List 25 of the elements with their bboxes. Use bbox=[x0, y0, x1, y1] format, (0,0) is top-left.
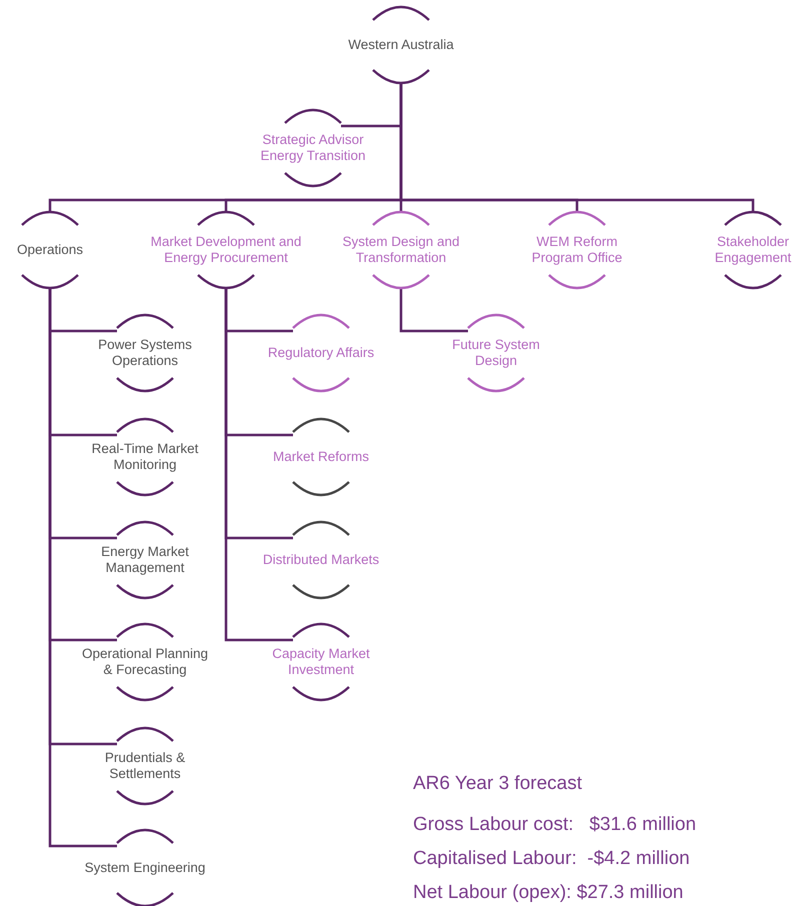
unit-label: Future System Design bbox=[451, 337, 541, 369]
unit-label: Distributed Markets bbox=[262, 552, 380, 568]
unit-label: Strategic Advisor Energy Transition bbox=[259, 132, 367, 164]
unit-label: Western Australia bbox=[348, 37, 454, 53]
connector-line bbox=[400, 288, 468, 332]
forecast-line: Net Labour (opex): $27.3 million bbox=[413, 882, 684, 904]
unit-label: Power Systems Operations bbox=[97, 337, 193, 369]
unit-label: Real-Time Market Monitoring bbox=[90, 441, 200, 473]
forecast-line: Capitalised Labour: -$4.2 million bbox=[413, 848, 690, 870]
unit-label: Operations bbox=[16, 242, 84, 258]
unit-label: Market Development and Energy Procurement bbox=[150, 234, 302, 266]
unit-label: Operational Planning & Forecasting bbox=[80, 646, 210, 678]
unit-label: Prudentials & Settlements bbox=[104, 750, 186, 782]
connector-line bbox=[224, 288, 293, 642]
unit-label: Market Reforms bbox=[272, 449, 370, 465]
unit-label: WEM Reform Program Office bbox=[530, 234, 624, 266]
unit-label: Capacity Market Investment bbox=[271, 646, 371, 678]
unit-label: Energy Market Management bbox=[100, 544, 190, 576]
unit-label: System Design and Transformation bbox=[341, 234, 461, 266]
unit-label: Stakeholder Engagement bbox=[714, 234, 792, 266]
unit-label: Regulatory Affairs bbox=[268, 345, 374, 361]
forecast-heading: AR6 Year 3 forecast bbox=[413, 773, 582, 795]
org-unit-node bbox=[80, 622, 210, 702]
unit-label: System Engineering bbox=[84, 860, 206, 876]
forecast-line: Gross Labour cost: $31.6 million bbox=[413, 814, 696, 836]
